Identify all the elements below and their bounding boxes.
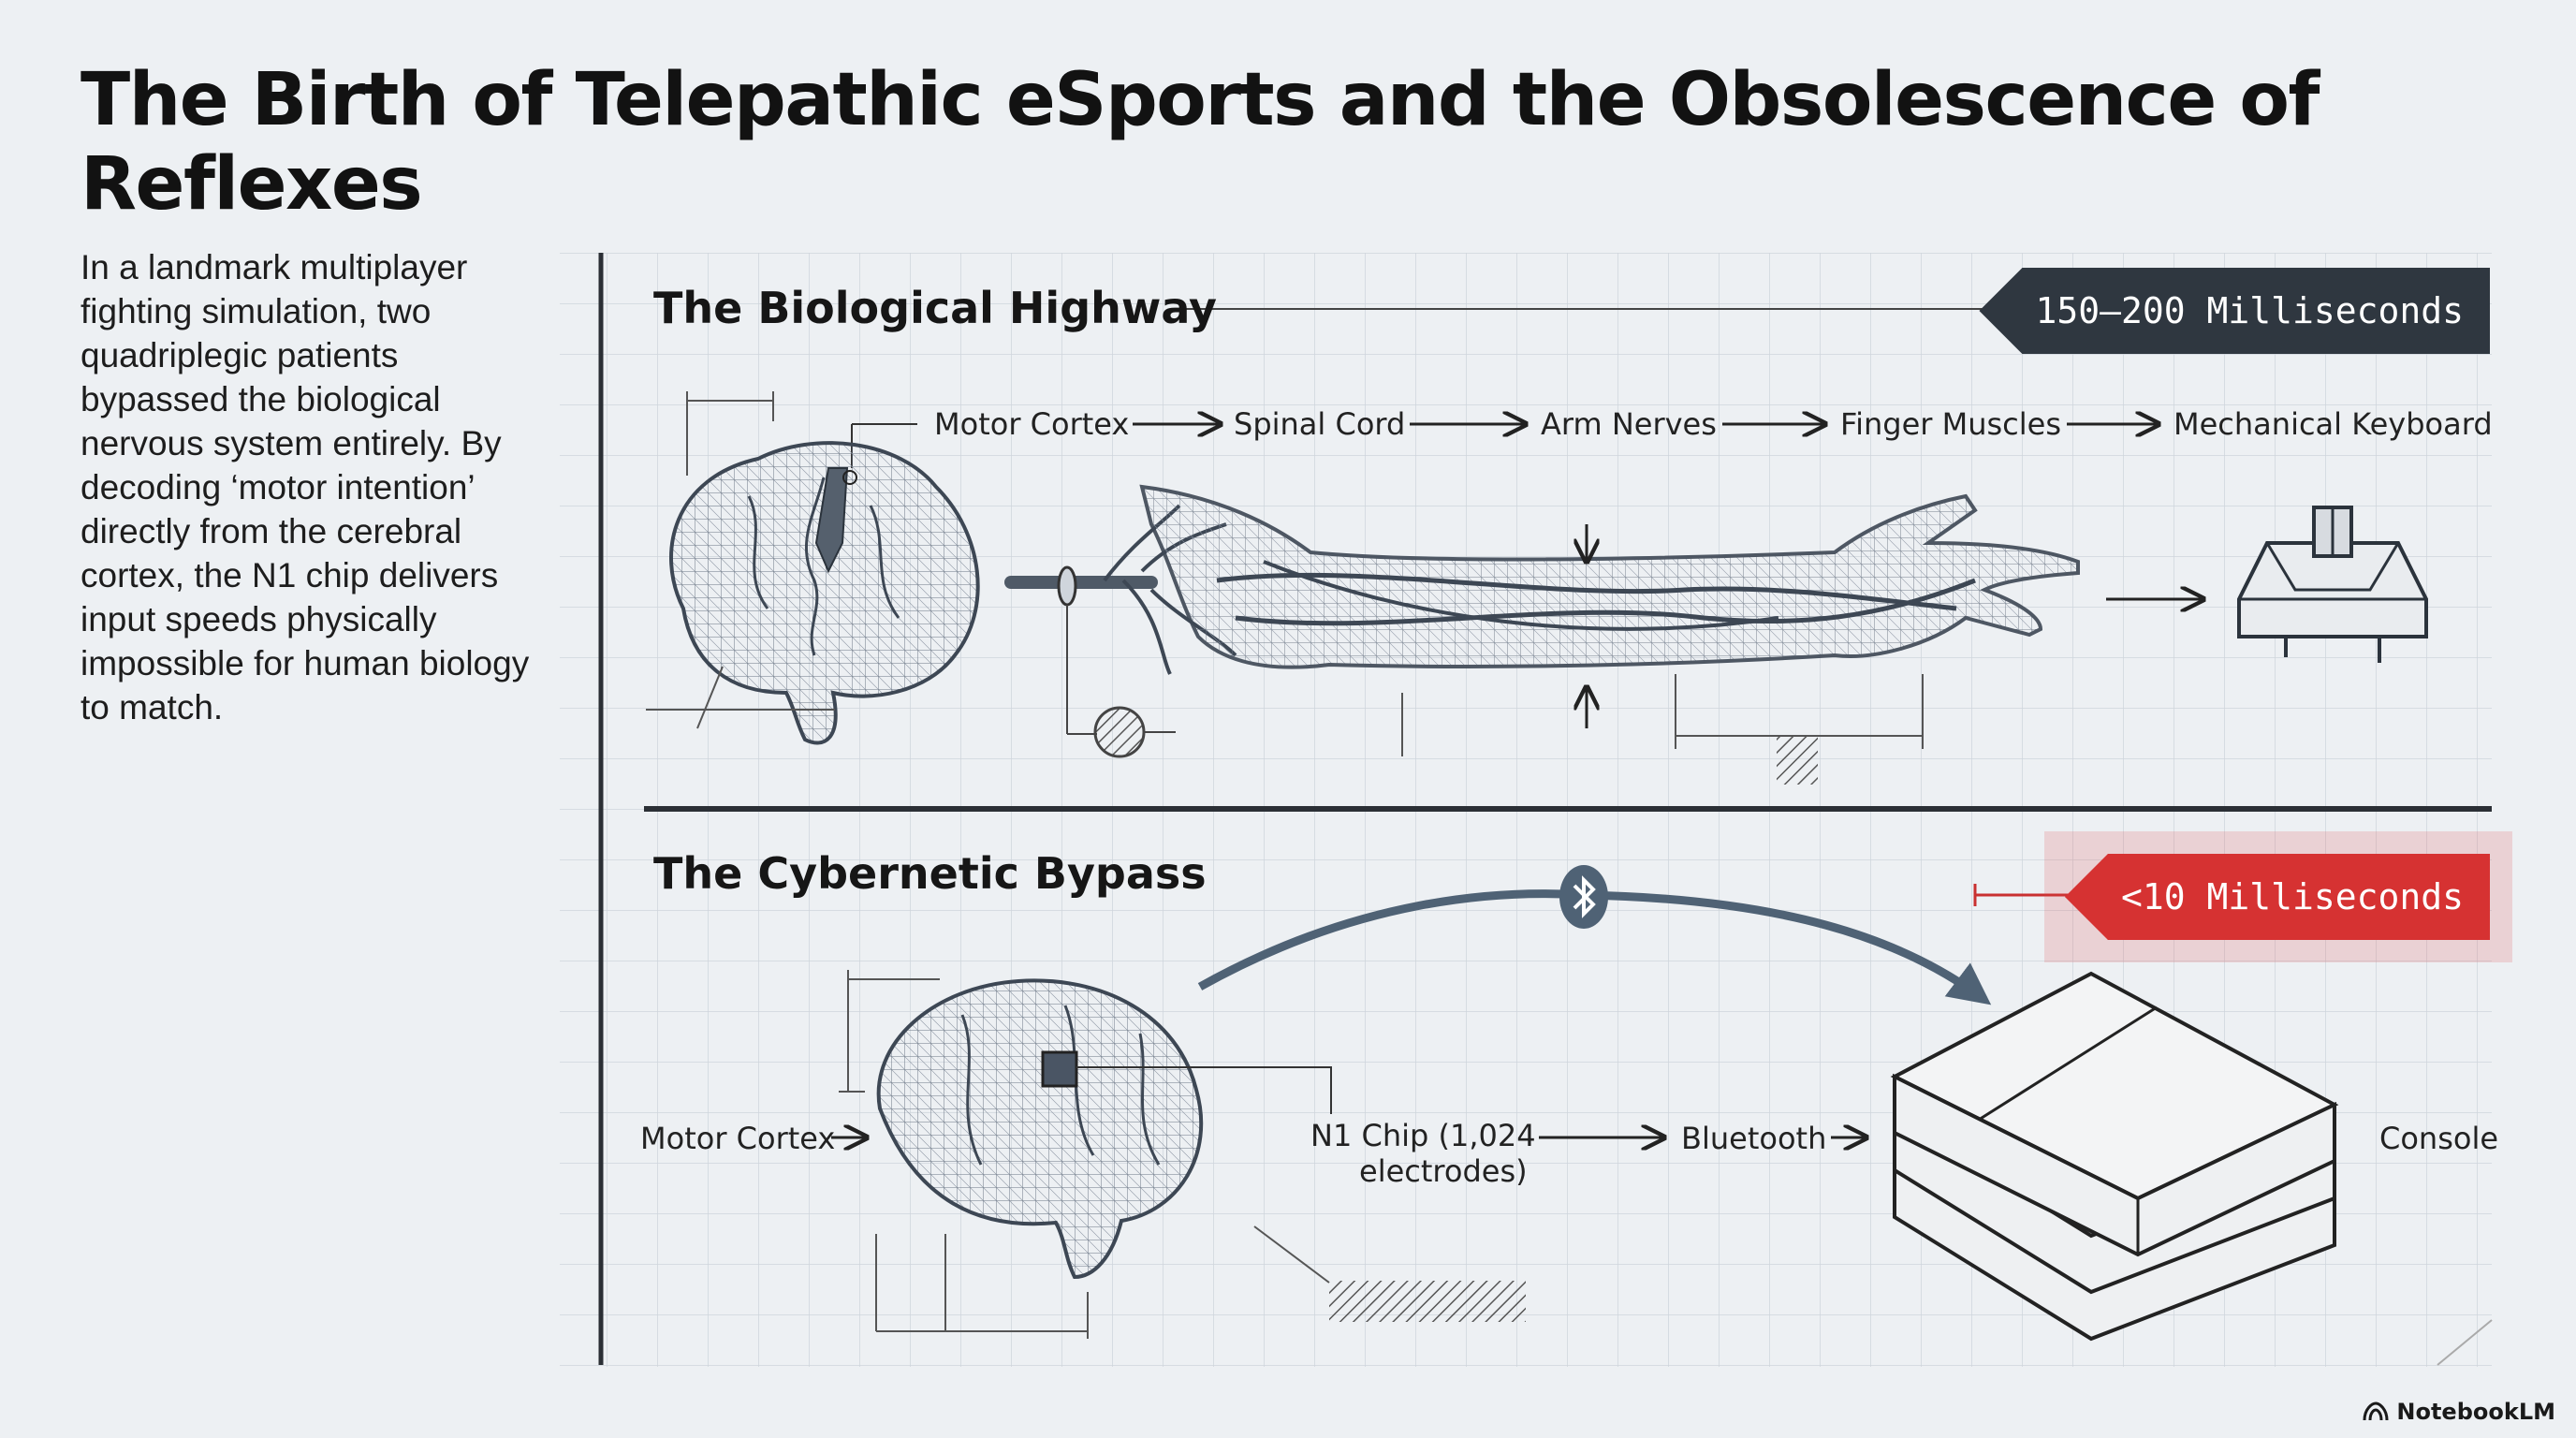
step-motor-cortex: Motor Cortex (934, 406, 1130, 442)
step-spinal-cord: Spinal Cord (1234, 406, 1406, 442)
console-icon (1890, 971, 2339, 1342)
cyber-step-n1-chip: N1 Chip (1,024 (1310, 1118, 1536, 1153)
step-finger-muscles: Finger Muscles (1840, 406, 2061, 442)
step-arm-nerves: Arm Nerves (1541, 406, 1717, 442)
brand-name: NotebookLM (2396, 1399, 2555, 1425)
latency-badge-biological: 150–200 Milliseconds (1979, 268, 2490, 354)
keyswitch-icon (2237, 506, 2428, 663)
notebooklm-logo-icon (2363, 1401, 2389, 1421)
brain-icon (669, 441, 980, 745)
arm-icon (1004, 484, 2080, 675)
brand-logo: NotebookLM (2363, 1399, 2555, 1425)
page-title: The Birth of Telepathic eSports and the … (80, 58, 2320, 227)
chip-leader (1076, 1066, 1332, 1114)
cyber-step-motor-cortex: Motor Cortex (640, 1121, 836, 1156)
section-title-biological: The Biological Highway (653, 283, 1217, 333)
cyber-step-bluetooth: Bluetooth (1681, 1121, 1827, 1156)
bluetooth-icon (1559, 865, 1608, 929)
chip-icon (1041, 1050, 1078, 1088)
cyber-step-console: Console (2379, 1121, 2499, 1156)
intro-paragraph: In a landmark multiplayer fighting simul… (80, 248, 530, 726)
latency-badge-cybernetic: <10 Milliseconds (2064, 854, 2490, 940)
cyber-step-n1-chip-electrodes: electrodes) (1359, 1153, 1528, 1189)
hatch-block (1329, 1281, 1526, 1322)
step-mechanical-keyboard: Mechanical Keyboard (2174, 406, 2493, 442)
section-title-cybernetic: The Cybernetic Bypass (653, 848, 1207, 899)
